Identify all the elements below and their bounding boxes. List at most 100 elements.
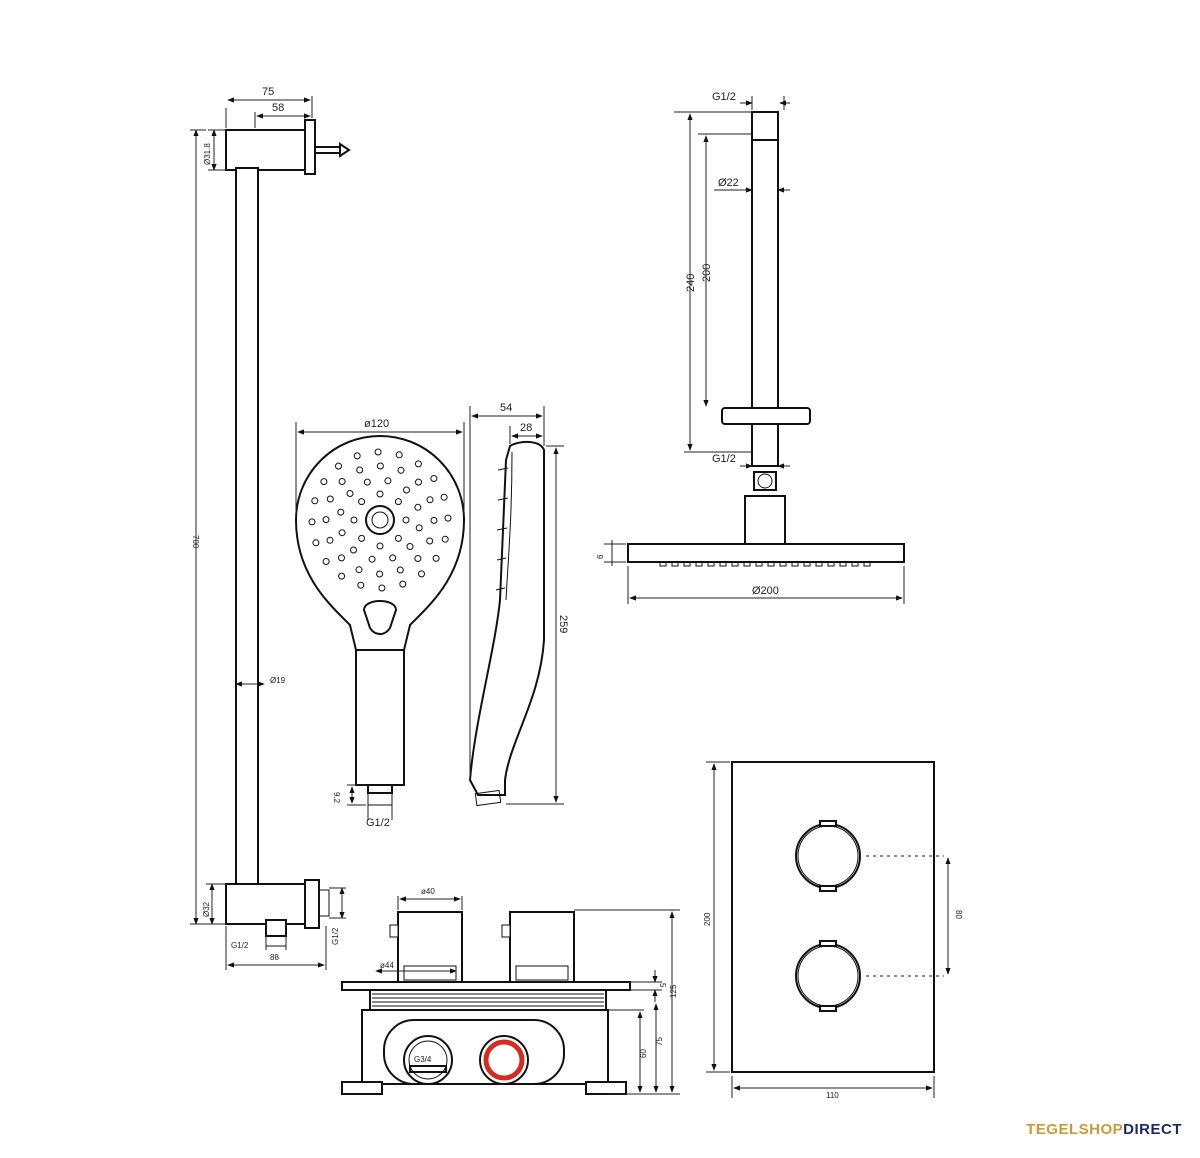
nozzle xyxy=(376,462,384,470)
nozzle xyxy=(432,554,440,562)
arm-thread-bottom xyxy=(751,423,779,467)
nozzle xyxy=(350,516,358,524)
dim-g12-bottom: G1/2 xyxy=(712,453,736,465)
dim-60: 60 xyxy=(639,1049,648,1058)
nozzle xyxy=(414,503,422,511)
dim-700: 700 xyxy=(191,535,200,549)
hand-shower-front-dims: ø120 9.2 G1/2 xyxy=(295,418,465,829)
slide-rail xyxy=(235,167,259,887)
nozzle xyxy=(350,546,357,554)
dim-75: 75 xyxy=(262,86,274,98)
dim-58: 58 xyxy=(272,102,284,114)
thermostat-box: G3/4 xyxy=(341,911,631,1095)
nozzle xyxy=(402,516,410,524)
nozzle-pattern xyxy=(308,448,452,592)
nozzle xyxy=(338,478,346,485)
rain-nozzle xyxy=(671,561,679,567)
dim-19: Ø19 xyxy=(270,676,286,685)
rain-nozzle xyxy=(827,561,835,567)
rain-nozzle xyxy=(767,561,775,567)
shower-arm-dims: G1/2 240 200 Ø22 G1/2 6 Ø200 xyxy=(596,91,905,604)
nozzle xyxy=(426,537,434,545)
dim-200-arm: 200 xyxy=(701,264,713,282)
nozzle xyxy=(338,572,346,580)
brand-logo: TEGELSHOPDIRECT xyxy=(1026,1121,1182,1138)
nozzle xyxy=(356,466,364,474)
nozzle xyxy=(326,536,334,544)
label-g34: G3/4 xyxy=(414,1055,432,1064)
flow-handle xyxy=(795,943,861,1009)
dim-200-cover: 200 xyxy=(703,912,712,926)
nozzle xyxy=(406,543,414,550)
rain-nozzle xyxy=(851,561,859,567)
nozzle xyxy=(430,475,438,482)
rain-nozzle xyxy=(743,561,751,567)
wall-flange xyxy=(721,407,811,425)
dim-120: ø120 xyxy=(364,418,389,430)
nozzle xyxy=(394,534,402,542)
dim-9-2: 9.2 xyxy=(332,792,341,804)
dim-40: ø40 xyxy=(421,887,435,896)
nozzle xyxy=(358,534,366,542)
nozzle xyxy=(322,516,330,524)
nozzle xyxy=(368,555,376,563)
head-connector xyxy=(744,495,786,545)
dim-44: ø44 xyxy=(380,961,394,970)
nozzle xyxy=(326,495,334,503)
thermostat-box-dims: ø40 ø44 5 125 75 60 xyxy=(375,887,680,1095)
cover-plate-panel xyxy=(731,761,935,1073)
nozzle xyxy=(335,462,342,470)
arm-tube xyxy=(751,139,779,411)
brand-part-1: TEGELSHOP xyxy=(1026,1121,1124,1138)
nozzle xyxy=(353,452,361,460)
nozzle xyxy=(418,570,425,578)
dim-32: Ø32 xyxy=(202,901,211,917)
rain-nozzle xyxy=(683,561,691,567)
nozzle xyxy=(389,554,397,562)
nozzle xyxy=(397,466,405,474)
nozzle xyxy=(358,498,366,506)
rain-nozzle xyxy=(839,561,847,567)
dim-88: 88 xyxy=(270,953,279,962)
slide-bar-dimensions: 75 58 Ø31.8 700 Ø19 Ø32 G1/2 G1/2 88 xyxy=(190,86,346,970)
nozzle xyxy=(403,486,410,494)
nozzle xyxy=(395,451,403,459)
nozzle xyxy=(440,493,448,501)
cover-plate-dims: 200 80 110 xyxy=(703,761,963,1100)
nozzle xyxy=(399,580,407,588)
mounting-plate xyxy=(341,981,631,991)
nozzle xyxy=(378,584,386,592)
nozzle xyxy=(444,514,452,522)
temperature-handle xyxy=(795,823,861,889)
shower-arm xyxy=(627,111,905,567)
nozzle xyxy=(376,570,384,578)
spray-center xyxy=(365,505,395,535)
nozzle xyxy=(426,496,434,504)
dim-259: 259 xyxy=(557,615,569,633)
dim-125: 125 xyxy=(669,984,678,998)
rain-nozzle xyxy=(815,561,823,567)
dim-g12-right: G1/2 xyxy=(331,927,340,945)
hand-shower-front xyxy=(294,435,466,806)
rain-nozzle xyxy=(719,561,727,567)
nozzle xyxy=(338,554,345,562)
dim-28: 28 xyxy=(520,422,532,434)
dim-80: 80 xyxy=(954,910,963,919)
slide-bar xyxy=(225,119,351,947)
nozzle xyxy=(414,555,422,562)
cover-plate xyxy=(731,761,944,1073)
nozzle xyxy=(374,448,382,456)
rain-nozzle xyxy=(707,561,715,567)
rain-head xyxy=(627,543,905,563)
nozzle xyxy=(394,498,402,506)
nozzle xyxy=(415,478,422,486)
dim-6: 6 xyxy=(596,554,605,559)
nozzle xyxy=(376,490,384,498)
nozzle xyxy=(384,477,392,485)
nozzle xyxy=(396,566,404,574)
dim-54: 54 xyxy=(500,402,512,414)
nozzle xyxy=(337,508,345,516)
nozzle xyxy=(308,518,316,526)
rain-nozzle xyxy=(791,561,799,567)
